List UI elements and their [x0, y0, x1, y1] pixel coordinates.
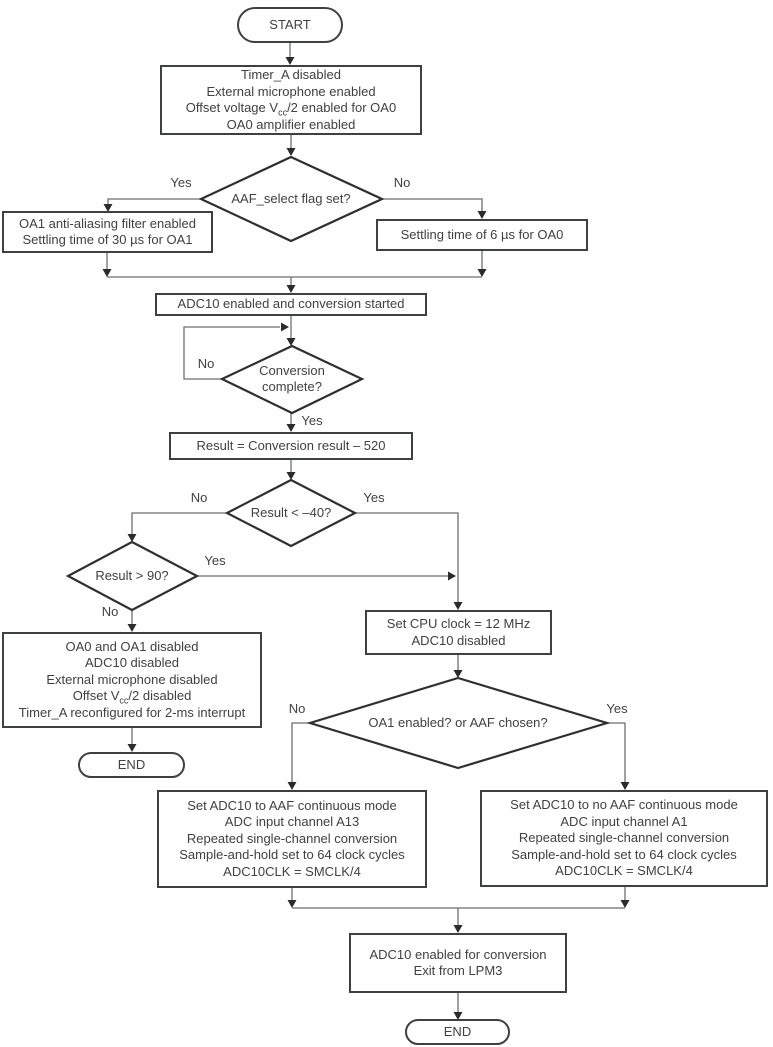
- process-shutdown-line: OA0 and OA1 disabled: [65, 638, 199, 654]
- edge-label-conversion-yes: Yes: [301, 413, 323, 428]
- process-adc-start: ADC10 enabled and conversion started: [155, 293, 427, 316]
- process-oa1-filter-line: Settling time of 30 µs for OA1: [22, 232, 193, 247]
- process-shutdown-line: External microphone disabled: [46, 671, 218, 687]
- process-cpu-clock: Set CPU clock = 12 MHz ADC10 disabled: [365, 610, 552, 655]
- edge-label-result-gt-no: No: [101, 604, 119, 619]
- process-settling-6us: Settling time of 6 µs for OA0: [376, 219, 588, 251]
- process-cpu-clock-line: Set CPU clock = 12 MHz: [386, 616, 531, 631]
- edge-label-result-lt-yes: Yes: [363, 490, 385, 505]
- decision-conversion-complete-shape: [219, 344, 365, 415]
- process-final-line: ADC10 enabled for conversion: [369, 946, 547, 962]
- process-no-aaf-mode-line: ADC10CLK = SMCLK/4: [555, 863, 693, 879]
- edge-label-conversion-no: No: [197, 356, 215, 371]
- process-result-calc: Result = Conversion result – 520: [169, 432, 413, 460]
- process-no-aaf-mode-line: Sample-and-hold set to 64 clock cycles: [511, 846, 737, 862]
- end-terminator-left: END: [78, 752, 185, 778]
- process-aaf-mode: Set ADC10 to AAF continuous mode ADC inp…: [157, 790, 427, 888]
- process-shutdown-line: Timer_A reconfigured for 2-ms interrupt: [18, 704, 246, 720]
- process-final-line: Exit from LPM3: [413, 963, 503, 978]
- process-settling-6us-line: Settling time of 6 µs for OA0: [400, 226, 564, 242]
- process-no-aaf-mode-line: ADC input channel A1: [560, 813, 688, 829]
- edge-label-aaf-yes: Yes: [170, 175, 192, 190]
- edge-label-result-lt-no: No: [190, 490, 208, 505]
- process-aaf-mode-line: Set ADC10 to AAF continuous mode: [187, 797, 397, 813]
- process-init-line: External microphone enabled: [206, 83, 376, 99]
- process-aaf-mode-line: ADC input channel A13: [224, 814, 360, 830]
- process-oa1-filter: OA1 anti-aliasing filter enabled Settlin…: [2, 211, 213, 253]
- process-final: ADC10 enabled for conversion Exit from L…: [349, 933, 567, 993]
- process-cpu-clock-line: ADC10 disabled: [411, 632, 506, 648]
- edge-label-aaf-no: No: [393, 175, 411, 190]
- end-terminator-bottom: END: [405, 1019, 510, 1045]
- process-aaf-mode-line: Repeated single-channel conversion: [186, 830, 398, 846]
- process-init-line: OA0 amplifier enabled: [226, 116, 356, 132]
- decision-result-lt-40-shape: [224, 478, 358, 548]
- decision-result-gt-90-shape: [65, 540, 200, 612]
- process-result-calc-line: Result = Conversion result – 520: [196, 437, 386, 453]
- process-aaf-mode-line: ADC10CLK = SMCLK/4: [223, 863, 361, 879]
- process-init-line: Timer_A disabled: [241, 67, 341, 82]
- process-oa1-filter-line: OA1 anti-aliasing filter enabled: [18, 215, 197, 231]
- process-adc-start-line: ADC10 enabled and conversion started: [177, 296, 405, 312]
- edge-label-oa1-yes: Yes: [606, 701, 628, 716]
- process-aaf-mode-line: Sample-and-hold set to 64 clock cycles: [179, 847, 405, 863]
- decision-aaf-select-shape: [198, 155, 385, 243]
- end-bottom-label: END: [443, 1023, 472, 1039]
- process-no-aaf-mode: Set ADC10 to no AAF continuous mode ADC …: [480, 790, 768, 887]
- process-shutdown-line: Offset Vcc/2 disabled: [72, 688, 192, 706]
- end-left-label: END: [117, 756, 146, 772]
- start-terminator: START: [237, 7, 343, 43]
- decision-oa1-or-aaf-shape: [306, 676, 611, 770]
- start-label: START: [269, 16, 311, 32]
- process-no-aaf-mode-line: Repeated single-channel conversion: [518, 830, 730, 846]
- process-no-aaf-mode-line: Set ADC10 to no AAF continuous mode: [510, 797, 738, 813]
- process-shutdown: OA0 and OA1 disabled ADC10 disabled Exte…: [2, 632, 262, 728]
- process-init: Timer_A disabled External microphone ena…: [160, 65, 422, 135]
- process-init-line: Offset voltage Vcc/2 enabled for OA0: [185, 100, 397, 118]
- edge-label-oa1-no: No: [288, 701, 306, 716]
- process-shutdown-line: ADC10 disabled: [85, 655, 179, 671]
- edge-label-result-gt-yes: Yes: [204, 553, 226, 568]
